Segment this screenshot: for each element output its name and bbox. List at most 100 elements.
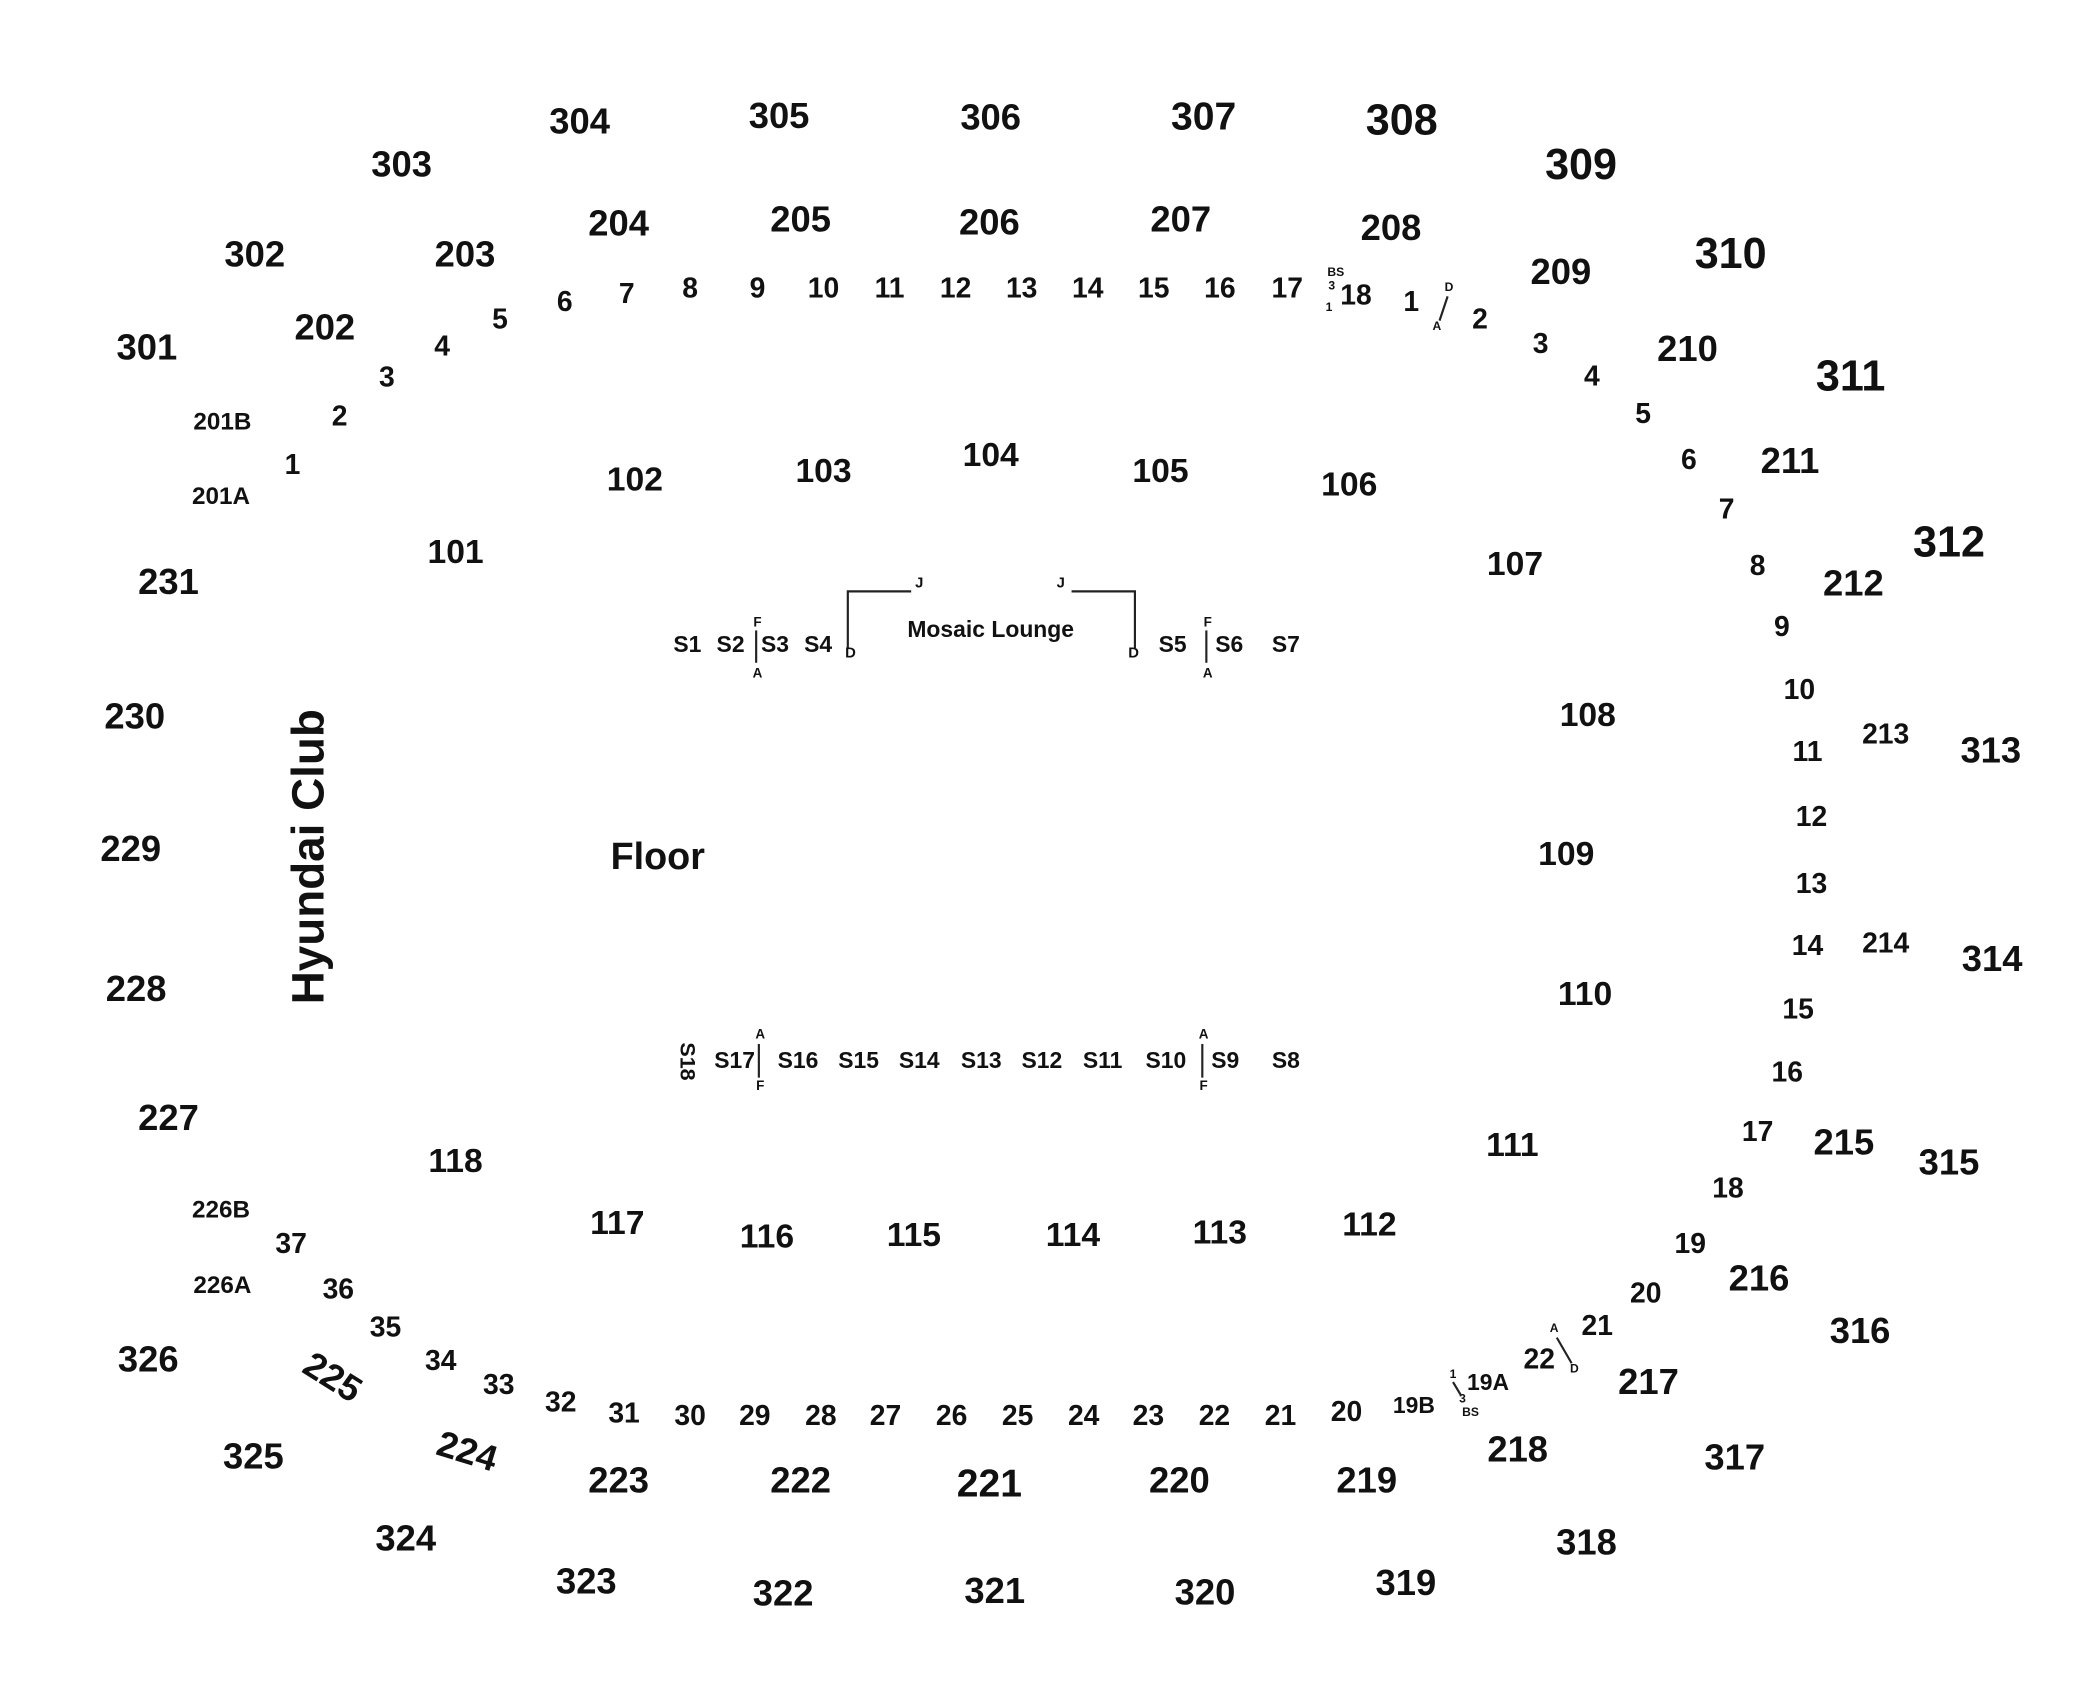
section-100[interactable]: 104: [963, 437, 1019, 474]
floor-suite[interactable]: S10: [1146, 1047, 1187, 1073]
suite[interactable]: 2: [332, 400, 348, 432]
section-300[interactable]: 303: [371, 143, 432, 184]
section-200[interactable]: 207: [1150, 199, 1211, 240]
floor-suite[interactable]: S3: [761, 631, 789, 657]
suite[interactable]: 31: [608, 1397, 639, 1429]
suite[interactable]: 11: [875, 272, 905, 304]
section-100[interactable]: 113: [1193, 1214, 1247, 1251]
suite[interactable]: 14: [1792, 929, 1824, 961]
section-300[interactable]: 312: [1913, 518, 1985, 566]
section-200[interactable]: 224: [432, 1422, 503, 1479]
floor-suite[interactable]: S14: [899, 1047, 940, 1073]
section-100[interactable]: 110: [1558, 976, 1612, 1013]
section-200[interactable]: 209: [1530, 251, 1591, 292]
section-300[interactable]: 323: [556, 1561, 617, 1602]
section-300[interactable]: 310: [1695, 230, 1767, 278]
suite[interactable]: 15: [1138, 272, 1169, 304]
section-100[interactable]: 116: [740, 1218, 794, 1255]
suite[interactable]: 6: [1681, 443, 1697, 475]
section-300[interactable]: 313: [1960, 729, 2021, 770]
suite[interactable]: 6: [557, 285, 573, 317]
suite[interactable]: 19A: [1467, 1369, 1509, 1395]
section-200[interactable]: 201B: [193, 409, 251, 436]
section-200[interactable]: 229: [100, 828, 161, 869]
section-300[interactable]: 317: [1704, 1437, 1765, 1478]
floor-suite[interactable]: S7: [1272, 631, 1300, 657]
suite[interactable]: 12: [1796, 800, 1827, 832]
section-300[interactable]: 302: [224, 234, 285, 275]
suite[interactable]: 16: [1772, 1056, 1803, 1088]
suite[interactable]: 16: [1204, 272, 1235, 304]
suite[interactable]: 7: [1719, 493, 1735, 525]
section-300[interactable]: 314: [1962, 938, 2023, 979]
section-200[interactable]: 201A: [192, 483, 250, 510]
section-100[interactable]: 103: [795, 453, 851, 490]
suite[interactable]: 3: [379, 361, 395, 393]
floor-suite[interactable]: S2: [717, 631, 745, 657]
section-200[interactable]: 219: [1336, 1460, 1397, 1501]
section-300[interactable]: 324: [375, 1517, 436, 1558]
section-300[interactable]: 322: [753, 1573, 814, 1614]
section-200[interactable]: 226B: [192, 1197, 250, 1224]
suite[interactable]: 17: [1271, 272, 1302, 304]
suite[interactable]: 33: [483, 1368, 514, 1400]
suite[interactable]: 9: [750, 272, 766, 304]
section-200[interactable]: 226A: [193, 1272, 251, 1299]
floor-suite[interactable]: S11: [1083, 1047, 1123, 1073]
suite[interactable]: 28: [805, 1399, 836, 1431]
section-300[interactable]: 316: [1830, 1310, 1891, 1351]
suite[interactable]: 34: [425, 1344, 457, 1376]
suite[interactable]: 8: [1750, 549, 1766, 581]
suite[interactable]: 4: [1584, 359, 1600, 391]
suite[interactable]: 35: [370, 1310, 401, 1342]
section-100[interactable]: 118: [428, 1143, 482, 1180]
floor-suite[interactable]: S15: [838, 1047, 879, 1073]
section-100[interactable]: 112: [1342, 1206, 1396, 1243]
section-200[interactable]: 223: [588, 1460, 649, 1501]
suite[interactable]: 32: [545, 1386, 576, 1418]
suite[interactable]: 10: [808, 272, 839, 304]
section-100[interactable]: 108: [1560, 697, 1616, 734]
section-300[interactable]: 309: [1545, 141, 1617, 189]
section-200[interactable]: 210: [1657, 328, 1718, 369]
section-200[interactable]: 203: [435, 234, 496, 275]
section-200[interactable]: 225: [296, 1343, 369, 1410]
floor-suite[interactable]: S18: [676, 1042, 701, 1080]
section-100[interactable]: 105: [1132, 453, 1188, 490]
suite[interactable]: 19B: [1393, 1392, 1435, 1418]
section-300[interactable]: 325: [223, 1435, 284, 1476]
floor-suite[interactable]: S13: [961, 1047, 1002, 1073]
section-200[interactable]: 213: [1862, 718, 1909, 750]
section-200[interactable]: 211: [1761, 440, 1820, 481]
suite[interactable]: 12: [940, 272, 971, 304]
section-300[interactable]: 304: [549, 100, 610, 141]
floor-suite[interactable]: S16: [778, 1047, 819, 1073]
floor-suite[interactable]: S4: [804, 631, 832, 657]
section-100[interactable]: 115: [887, 1217, 941, 1254]
section-200[interactable]: 208: [1361, 207, 1422, 248]
section-200[interactable]: 204: [588, 203, 649, 244]
suite[interactable]: 27: [870, 1399, 901, 1431]
suite[interactable]: 26: [936, 1399, 967, 1431]
section-200[interactable]: 218: [1487, 1429, 1548, 1470]
floor-suite[interactable]: S5: [1159, 631, 1187, 657]
suite[interactable]: 20: [1331, 1395, 1362, 1427]
section-200[interactable]: 228: [106, 968, 167, 1009]
suite[interactable]: 19: [1675, 1227, 1706, 1259]
section-300[interactable]: 306: [960, 96, 1021, 137]
suite[interactable]: 10: [1784, 673, 1815, 705]
suite[interactable]: 5: [492, 303, 508, 335]
suite[interactable]: 29: [739, 1399, 770, 1431]
section-200[interactable]: 221: [957, 1463, 1022, 1506]
suite[interactable]: 7: [619, 277, 635, 309]
floor-suite[interactable]: S9: [1211, 1047, 1239, 1073]
section-300[interactable]: 319: [1375, 1562, 1436, 1603]
suite[interactable]: 3: [1533, 327, 1549, 359]
suite[interactable]: 37: [275, 1227, 306, 1259]
floor-suite[interactable]: S8: [1272, 1047, 1300, 1073]
suite[interactable]: 22: [1524, 1343, 1555, 1375]
section-200[interactable]: 205: [770, 199, 831, 240]
suite[interactable]: 18: [1712, 1172, 1743, 1204]
suite[interactable]: 13: [1006, 272, 1037, 304]
suite[interactable]: 13: [1796, 867, 1827, 899]
